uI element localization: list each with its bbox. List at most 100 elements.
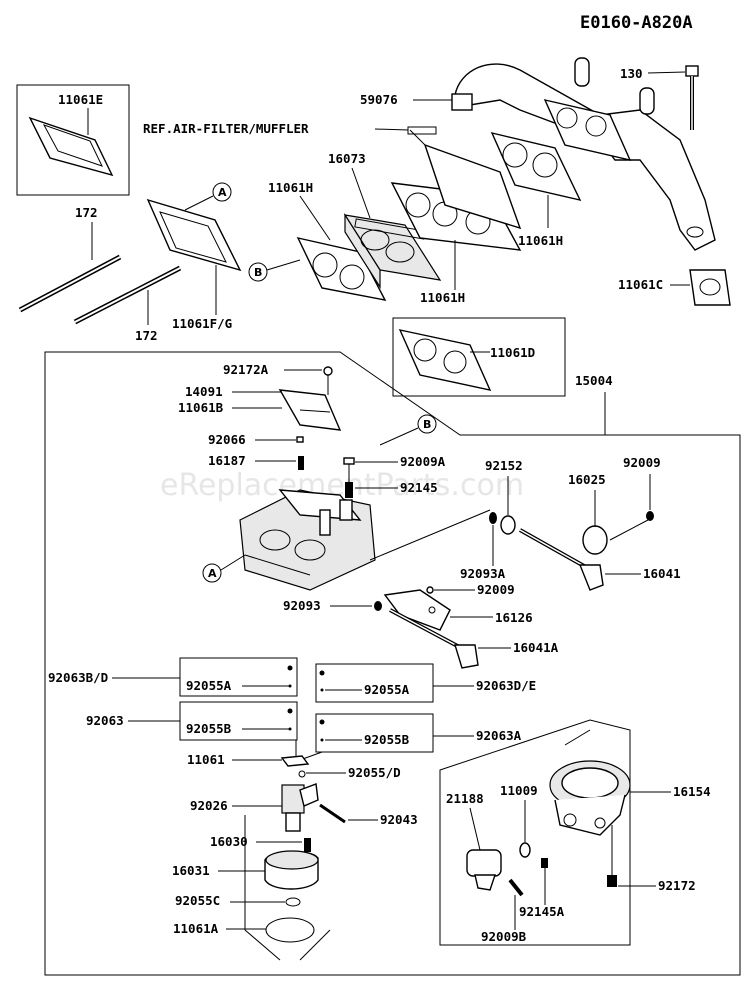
label-92055b-left[interactable]: 92055B xyxy=(186,721,232,736)
label-92152[interactable]: 92152 xyxy=(485,458,523,473)
label-16025[interactable]: 16025 xyxy=(568,472,606,487)
part-92043 xyxy=(319,803,346,824)
spacer-16073-part xyxy=(343,212,442,290)
label-59076[interactable]: 59076 xyxy=(360,92,398,107)
label-92055c[interactable]: 92055C xyxy=(175,893,220,908)
gasket-11061d-part xyxy=(398,329,492,391)
float-16031 xyxy=(264,850,319,890)
gasket-11061 xyxy=(280,755,310,767)
label-92172a[interactable]: 92172A xyxy=(223,362,269,377)
screw-92009-upper xyxy=(646,511,654,521)
label-172-top[interactable]: 172 xyxy=(75,205,98,220)
label-16073[interactable]: 16073 xyxy=(328,151,366,166)
label-92055a-right[interactable]: 92055A xyxy=(364,682,410,697)
label-92172[interactable]: 92172 xyxy=(658,878,696,893)
label-15004[interactable]: 15004 xyxy=(575,373,613,388)
diagram-code: E0160-A820A xyxy=(580,13,693,33)
assembly-15004-outline xyxy=(44,351,741,976)
label-11061e[interactable]: 11061E xyxy=(58,92,103,107)
label-92063de[interactable]: 92063D/E xyxy=(476,678,536,693)
label-16041a[interactable]: 16041A xyxy=(513,640,559,655)
label-92009-lower[interactable]: 92009 xyxy=(477,582,515,597)
label-16126[interactable]: 16126 xyxy=(495,610,533,625)
screw-92172a xyxy=(323,366,333,395)
label-92055b-right[interactable]: 92055B xyxy=(364,732,410,747)
label-92043[interactable]: 92043 xyxy=(380,812,418,827)
label-16041[interactable]: 16041 xyxy=(643,566,681,581)
seal-92093a xyxy=(489,512,497,524)
callout-b-top xyxy=(248,262,268,282)
seal-92055c xyxy=(285,897,301,907)
label-11061h-right[interactable]: 11061H xyxy=(518,233,563,248)
valve-disc-16025 xyxy=(582,525,608,555)
gasket-11061c xyxy=(689,269,731,306)
label-92145a[interactable]: 92145A xyxy=(519,904,565,919)
screw-92009a xyxy=(343,457,355,482)
label-11061b[interactable]: 11061B xyxy=(178,400,224,415)
gasket-11009 xyxy=(519,842,531,858)
seal-92093 xyxy=(374,601,382,611)
label-92063bd[interactable]: 92063B/D xyxy=(48,670,108,685)
housing-16154 xyxy=(549,760,631,836)
label-11061h-left[interactable]: 11061H xyxy=(268,180,313,195)
callout-a-carb xyxy=(202,563,222,583)
bolt-130 xyxy=(685,65,699,130)
carburetor-body xyxy=(239,489,376,591)
lever-16126 xyxy=(383,589,451,631)
label-21188[interactable]: 21188 xyxy=(446,791,484,806)
callout-b-carb xyxy=(417,414,437,434)
label-14091[interactable]: 14091 xyxy=(185,384,223,399)
label-92066[interactable]: 92066 xyxy=(208,432,246,447)
label-92055a-left[interactable]: 92055A xyxy=(186,678,232,693)
label-11061a[interactable]: 11061A xyxy=(173,921,219,936)
label-11061d[interactable]: 11061D xyxy=(490,345,535,360)
label-11009[interactable]: 11009 xyxy=(500,783,538,798)
screw-92009b xyxy=(508,878,524,897)
callout-b-carb-label: B xyxy=(423,418,431,431)
label-11061[interactable]: 11061 xyxy=(187,752,225,767)
label-11061h-middle[interactable]: 11061H xyxy=(420,290,465,305)
label-16154[interactable]: 16154 xyxy=(673,784,711,799)
label-92026[interactable]: 92026 xyxy=(190,798,228,813)
valve-92026 xyxy=(281,783,319,832)
jet-92063a-box xyxy=(315,713,434,753)
subassembly-16154-outline xyxy=(439,719,631,946)
jet-92063-box xyxy=(179,701,298,741)
ref-air-filter-plate xyxy=(407,126,522,230)
label-172-bottom[interactable]: 172 xyxy=(135,328,158,343)
gasket-11061h-right xyxy=(490,131,582,202)
stud-172-upper xyxy=(18,254,122,313)
callout-b-top-label: B xyxy=(254,266,262,279)
label-16031[interactable]: 16031 xyxy=(172,863,210,878)
label-92009b[interactable]: 92009B xyxy=(481,929,527,944)
spring-92145 xyxy=(345,482,353,498)
label-130[interactable]: 130 xyxy=(620,66,643,81)
label-92009-upper[interactable]: 92009 xyxy=(623,455,661,470)
jet-92055d xyxy=(298,770,306,778)
label-92063a[interactable]: 92063A xyxy=(476,728,522,743)
jet-92063bd-box xyxy=(179,657,298,697)
gasket-11061e-box xyxy=(16,84,130,196)
gasket-11061a xyxy=(265,917,315,943)
label-92093[interactable]: 92093 xyxy=(283,598,321,613)
label-92145[interactable]: 92145 xyxy=(400,480,438,495)
part-16187 xyxy=(298,456,304,470)
solenoid-21188 xyxy=(466,849,502,891)
label-92063[interactable]: 92063 xyxy=(86,713,124,728)
label-92055d[interactable]: 92055/D xyxy=(348,765,401,780)
label-11061fg[interactable]: 11061F/G xyxy=(172,316,232,331)
callout-a-carb-label: A xyxy=(208,567,217,580)
label-92093a[interactable]: 92093A xyxy=(460,566,506,581)
jet-92063de-box xyxy=(315,663,434,703)
label-16187[interactable]: 16187 xyxy=(208,453,246,468)
label-ref-air-filter[interactable]: REF.AIR-FILTER/MUFFLER xyxy=(143,121,309,136)
stud-172-lower xyxy=(73,265,182,325)
gasket-11061h-left xyxy=(296,236,387,301)
label-16030[interactable]: 16030 xyxy=(210,834,248,849)
callout-a-top-label: A xyxy=(218,186,227,199)
label-92009a-upper[interactable]: 92009A xyxy=(400,454,446,469)
spring-92145a xyxy=(541,858,548,868)
gasket-11061d-box xyxy=(392,317,566,397)
label-11061c[interactable]: 11061C xyxy=(618,277,663,292)
